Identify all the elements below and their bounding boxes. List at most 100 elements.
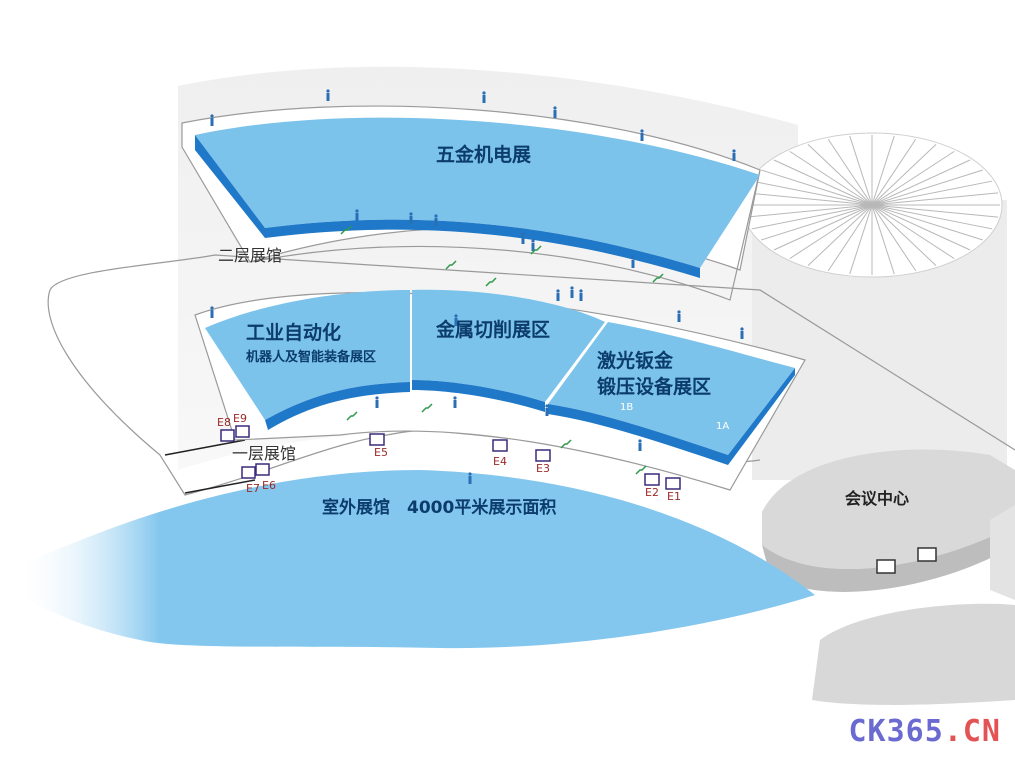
- escalator-icon: [560, 439, 572, 449]
- dome-spoke: [789, 204, 873, 260]
- gate-e5-label: E5: [374, 446, 388, 459]
- gate-e5-box: [369, 433, 385, 446]
- restroom-icon: [531, 239, 535, 251]
- conference-building-side: [762, 525, 1015, 592]
- escalator-icon: [346, 411, 358, 421]
- dome-spoke: [871, 138, 917, 206]
- hall-automation-sub: 机器人及智能装备展区: [246, 350, 377, 365]
- restroom-icon: [640, 129, 644, 141]
- escalator-icon: [530, 245, 542, 255]
- gate-e6-label: E6: [262, 479, 276, 492]
- dome-spoke: [751, 180, 873, 206]
- dome-spoke: [760, 169, 873, 206]
- hall-1b-number: 1B: [620, 402, 634, 413]
- gate-e9-label: E9: [233, 412, 247, 425]
- restroom-icon: [375, 396, 379, 408]
- conference-center-label: 会议中心: [845, 489, 910, 508]
- lower-building-right: [990, 505, 1015, 600]
- restroom-icons: [210, 89, 744, 484]
- dome-spoke: [871, 204, 937, 266]
- restroom-icon: [638, 439, 642, 451]
- dome-spoke: [773, 159, 873, 206]
- hall-laser-line1: 激光钣金: [597, 350, 674, 372]
- dome-spoke: [871, 204, 993, 230]
- escalator-icon: [421, 403, 433, 413]
- hall-automation: [205, 290, 410, 420]
- gate-e4-label: E4: [493, 455, 507, 468]
- gate-e4-box: [492, 439, 508, 452]
- hall-metal-cutting: [412, 289, 605, 402]
- restroom-icon: [521, 232, 525, 244]
- escalator-icons: [340, 225, 664, 475]
- dome-spoke: [871, 192, 999, 206]
- watermark-part2: .CN: [943, 714, 1001, 749]
- dome-spoke: [745, 192, 873, 206]
- watermark-logo: CK365.CN: [849, 714, 1002, 749]
- restroom-icon: [210, 114, 214, 126]
- gate-e3-label: E3: [536, 462, 550, 475]
- gate-e8-label: E8: [217, 416, 231, 429]
- restroom-icon: [454, 314, 458, 326]
- dome-spoke: [745, 204, 873, 218]
- dome-spoke: [760, 204, 873, 241]
- escalator-icon: [635, 465, 647, 475]
- hall-laser-line2: 锻压设备展区: [597, 376, 712, 398]
- gate-e1-label: E1: [667, 490, 681, 503]
- restroom-icon: [210, 306, 214, 318]
- dome-spoke: [871, 180, 993, 206]
- restroom-icon: [453, 396, 457, 408]
- dome-spoke: [807, 144, 873, 206]
- restroom-icon: [409, 212, 413, 224]
- gate-e7-box: [241, 466, 256, 479]
- dome-building: [741, 132, 1007, 480]
- restroom-icon: [482, 91, 486, 103]
- first-floor-label: 一层展馆: [232, 444, 297, 463]
- gate-e2-label: E2: [645, 486, 659, 499]
- dome-spoke: [871, 204, 984, 241]
- dome-spoke: [871, 169, 984, 206]
- dome-spoke: [871, 204, 999, 218]
- gate-e6-box: [255, 463, 270, 476]
- hall-hardware: [195, 117, 760, 268]
- restroom-icon: [677, 310, 681, 322]
- lower-building: [812, 603, 1015, 705]
- dome-spoke: [871, 159, 971, 206]
- restroom-icon: [740, 327, 744, 339]
- hall-metal-cutting-label: 金属切削展区: [436, 319, 551, 341]
- hall-1a-number: 1A: [716, 421, 730, 432]
- restroom-icon: [355, 209, 359, 221]
- restroom-icon: [556, 289, 560, 301]
- dome-spoke: [871, 204, 917, 272]
- escalator-icon: [652, 273, 664, 283]
- dome-spoke: [871, 144, 937, 206]
- restroom-icon: [570, 286, 574, 298]
- dome-spoke: [871, 150, 955, 206]
- escalator-icon: [340, 225, 352, 235]
- conference-door-2: [917, 547, 937, 562]
- restroom-icon: [434, 214, 438, 226]
- restroom-icon: [732, 149, 736, 161]
- gate-e1-box: [665, 477, 681, 490]
- dome-spoke: [773, 204, 873, 251]
- escalator-icon: [485, 277, 497, 287]
- restroom-icon: [579, 289, 583, 301]
- gate-e7-label: E7: [246, 482, 260, 495]
- dome-spoke: [871, 204, 895, 275]
- hall-laser: [548, 322, 795, 455]
- floor-outline: [49, 254, 1015, 451]
- dome-spoke: [807, 204, 873, 266]
- gates: [220, 425, 937, 574]
- second-floor-label: 二层展馆: [218, 246, 283, 265]
- dome-spoke: [751, 204, 873, 230]
- hall-hardware-label: 五金机电展: [436, 144, 532, 166]
- restroom-icon: [553, 106, 557, 118]
- escalator-icon: [445, 260, 457, 270]
- dome-spoke: [871, 204, 971, 251]
- hall-automation-title: 工业自动化: [246, 322, 342, 344]
- gate-e3-box: [535, 449, 551, 462]
- restroom-icon: [326, 89, 330, 101]
- outdoor-label: 室外展馆 4000平米展示面积: [322, 498, 557, 518]
- dome-spoke: [871, 135, 895, 206]
